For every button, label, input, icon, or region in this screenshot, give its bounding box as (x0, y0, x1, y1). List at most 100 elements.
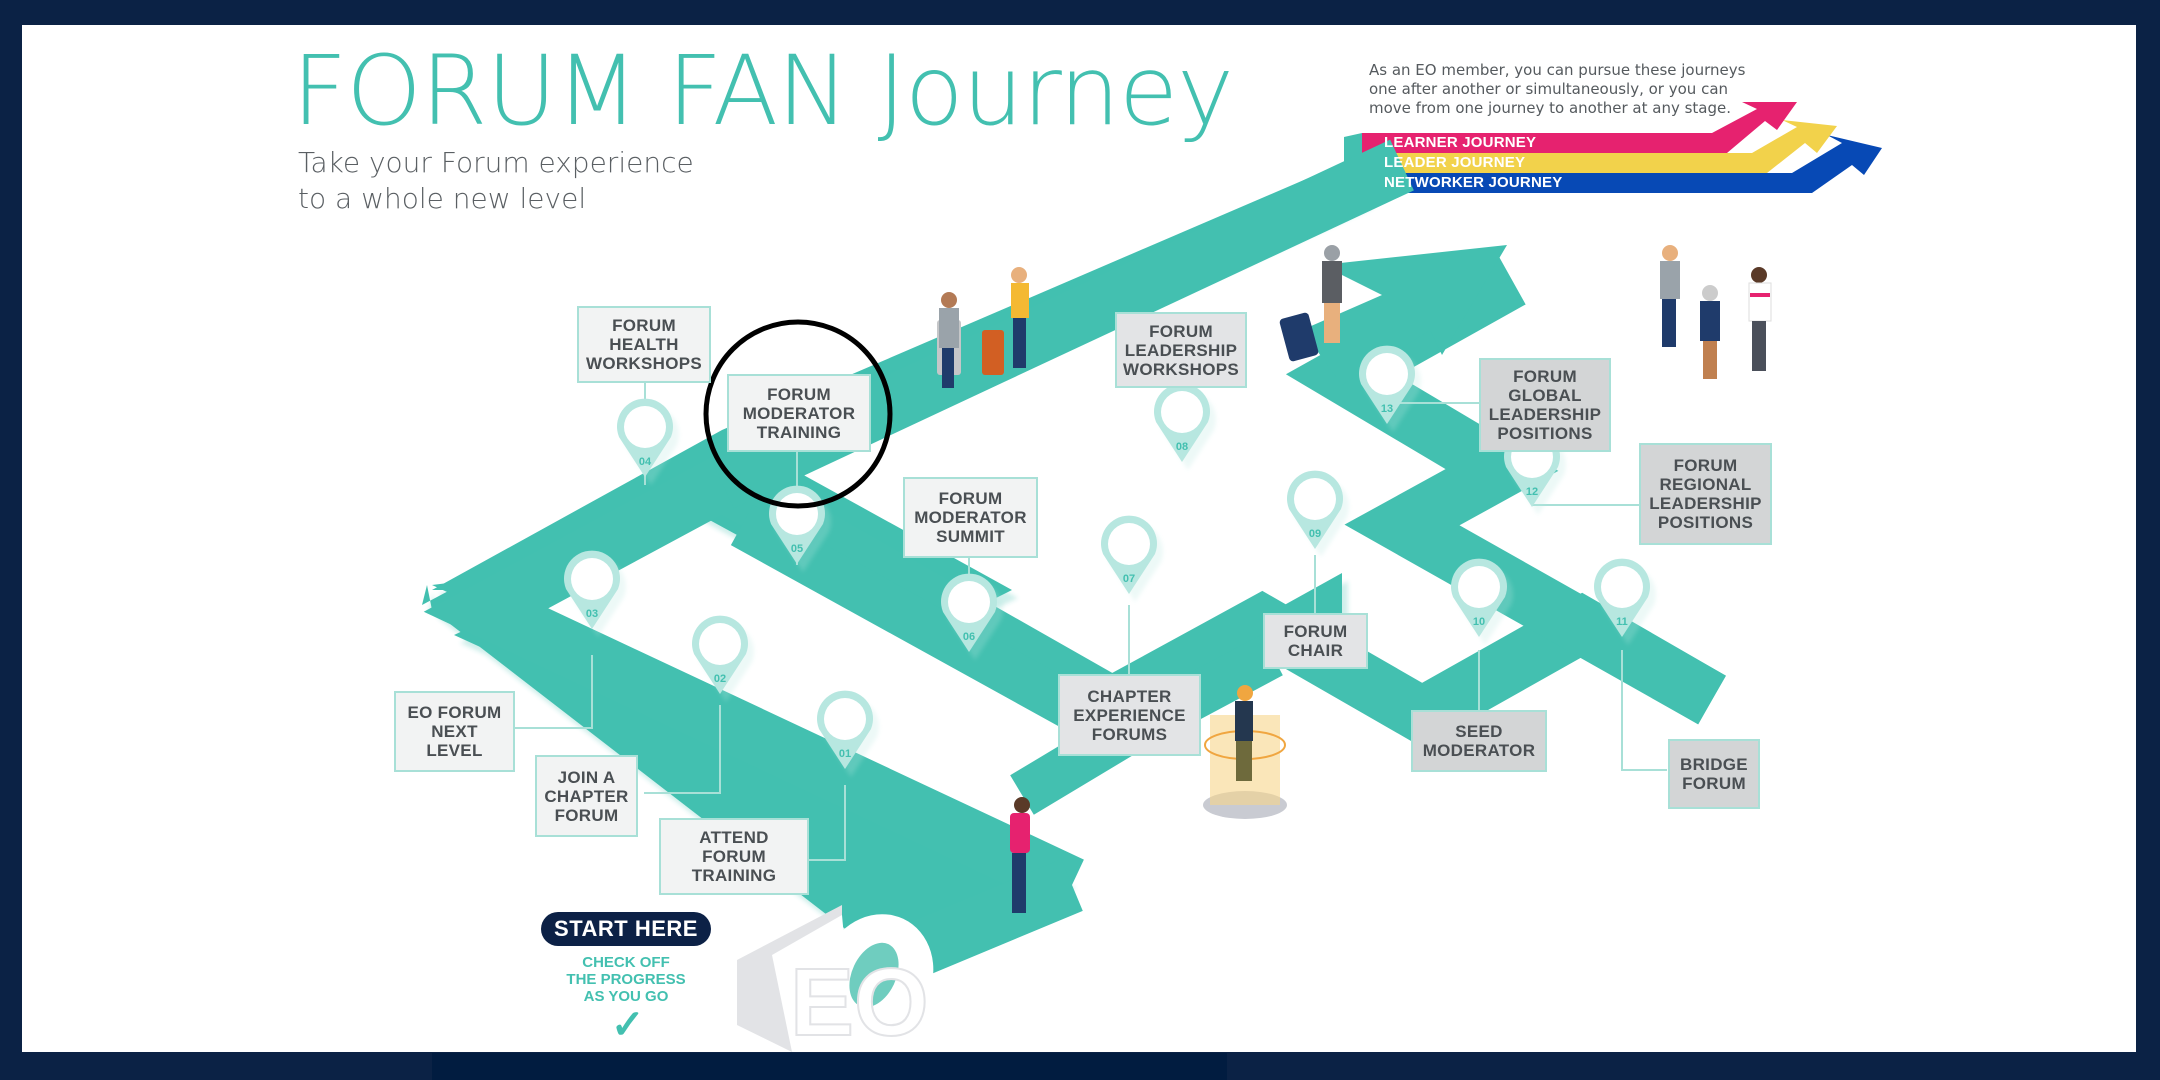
pin-checkbox[interactable] (624, 406, 666, 448)
pin-checkbox[interactable] (571, 558, 613, 600)
label-line: FORUM (554, 805, 619, 825)
label-line: WORKSHOPS (1122, 359, 1240, 379)
hint-line: CHECK OFF (582, 954, 670, 971)
hint-line: AS YOU GO (583, 988, 669, 1005)
step-10-label[interactable]: SEED MODERATOR (1411, 710, 1547, 772)
label-line: ATTEND (699, 828, 769, 847)
label-line: TRAINING (691, 866, 777, 885)
pin-number: 13 (1381, 403, 1393, 415)
subtitle-line: to a whole new level (298, 182, 587, 215)
label-line: BRIDGE (1680, 755, 1748, 774)
highlight-circle (703, 319, 893, 509)
pin-number: 07 (1123, 573, 1135, 585)
label-line: JOIN A (557, 767, 616, 787)
label-line: FORUM (1149, 321, 1213, 341)
pin-number: 08 (1176, 441, 1188, 453)
step-13-label[interactable]: FORUM GLOBAL LEADERSHIP POSITIONS (1479, 358, 1611, 452)
businesswoman-illustration (1279, 245, 1342, 362)
pin-number: 02 (714, 673, 726, 685)
pin-number: 06 (963, 631, 975, 643)
step-pin-03[interactable]: 03 (564, 550, 620, 629)
subtitle-line: Take your Forum experience (298, 146, 694, 179)
page-subtitle: Take your Forum experience to a whole ne… (298, 145, 694, 217)
intro-text: As an EO member, you can pursue these jo… (1369, 61, 1746, 117)
label-line: FORUM (938, 489, 1003, 508)
pin-number: 11 (1616, 616, 1628, 628)
label-line: FORUM (1513, 367, 1577, 386)
step-pin-11[interactable]: 11 (1594, 558, 1650, 637)
group-conversation-illustration (1660, 245, 1772, 379)
checkmark-icon: ✓ (611, 1003, 645, 1047)
label-line: CHAIR (1287, 641, 1344, 660)
label-line: TRAINING (756, 422, 842, 442)
pin-number: 03 (586, 608, 598, 620)
pin-checkbox[interactable] (1294, 478, 1336, 520)
step-07-label[interactable]: CHAPTER EXPERIENCE FORUMS (1058, 674, 1201, 756)
pin-checkbox[interactable] (1161, 391, 1203, 433)
backpacker-illustration (1010, 797, 1030, 913)
step-pin-02[interactable]: 02 (692, 615, 748, 694)
step-04-label[interactable]: FORUM HEALTH WORKSHOPS (577, 306, 711, 383)
traveler-couple-illustration (937, 267, 1029, 388)
step-01-label[interactable]: ATTEND FORUM TRAINING (659, 818, 809, 895)
hint-line: THE PROGRESS (566, 971, 686, 988)
label-line: FORUM (1673, 456, 1738, 475)
label-line: POSITIONS (1497, 424, 1593, 443)
step-pin-13[interactable]: 13 (1359, 345, 1416, 424)
label-line: FORUM (612, 316, 676, 335)
label-line: CHAPTER (1087, 686, 1172, 706)
pin-checkbox[interactable] (699, 623, 741, 665)
label-line: EO FORUM (407, 703, 502, 722)
leader-arrow (1362, 120, 1837, 173)
label-line: FORUM (702, 847, 766, 866)
label-line: LEADERSHIP (1488, 405, 1602, 424)
start-here-badge[interactable]: START HERE (541, 912, 711, 946)
step-11-label[interactable]: BRIDGE FORUM (1668, 739, 1760, 809)
pin-checkbox[interactable] (1108, 523, 1150, 565)
label-line: MODERATOR (1422, 741, 1536, 760)
step-pin-10[interactable]: 10 (1451, 558, 1507, 637)
label-line: FORUM (1682, 774, 1746, 793)
step-02-label[interactable]: JOIN A CHAPTER FORUM (535, 755, 638, 837)
step-pin-01[interactable]: 01 (817, 690, 874, 769)
step-08-label[interactable]: FORUM LEADERSHIP WORKSHOPS (1115, 312, 1247, 388)
networker-arrow (1362, 135, 1882, 193)
step-pin-07[interactable]: 07 (1101, 515, 1157, 594)
pin-checkbox[interactable] (824, 698, 866, 740)
pin-checkbox[interactable] (948, 581, 990, 623)
pin-number: 10 (1473, 616, 1485, 628)
label-line: NEXT (431, 722, 478, 741)
step-pin-09[interactable]: 09 (1287, 470, 1343, 549)
label-line: FORUMS (1091, 724, 1168, 744)
step-09-label[interactable]: FORUM CHAIR (1263, 613, 1368, 669)
pin-checkbox[interactable] (1366, 353, 1408, 395)
bottom-bar-center (432, 1053, 1227, 1080)
step-05-label[interactable]: FORUM MODERATOR TRAINING (727, 374, 871, 452)
learner-arrow (1362, 102, 1797, 153)
step-06-label[interactable]: FORUM MODERATOR SUMMIT (903, 477, 1038, 558)
step-pin-08[interactable]: 08 (1154, 383, 1210, 462)
step-pin-06[interactable]: 06 (941, 573, 997, 652)
check-off-hint: CHECK OFF THE PROGRESS AS YOU GO (540, 954, 712, 1005)
path-arrow-head (1302, 245, 1507, 385)
step-pin-04[interactable]: 04 (617, 398, 673, 477)
pin-number: 01 (839, 748, 851, 760)
step-12-label[interactable]: FORUM REGIONAL LEADERSHIP POSITIONS (1639, 443, 1772, 545)
networker-journey-label: NETWORKER JOURNEY (1384, 174, 1563, 191)
pin-checkbox[interactable] (1458, 566, 1500, 608)
label-line: LEADERSHIP (1124, 340, 1238, 360)
pin-checkbox[interactable] (1601, 566, 1643, 608)
label-line: MODERATOR (742, 403, 856, 423)
label-line: HEALTH (609, 335, 679, 354)
leader-journey-label: LEADER JOURNEY (1384, 154, 1526, 171)
label-line: SEED (1455, 722, 1503, 741)
label-line: MODERATOR (914, 508, 1027, 527)
label-line: EXPERIENCE (1073, 705, 1186, 725)
step-03-label[interactable]: EO FORUM NEXT LEVEL (394, 691, 515, 772)
hologram-illustration (1203, 685, 1287, 819)
pin-checkbox[interactable] (776, 493, 818, 535)
label-line: WORKSHOPS (585, 354, 703, 373)
